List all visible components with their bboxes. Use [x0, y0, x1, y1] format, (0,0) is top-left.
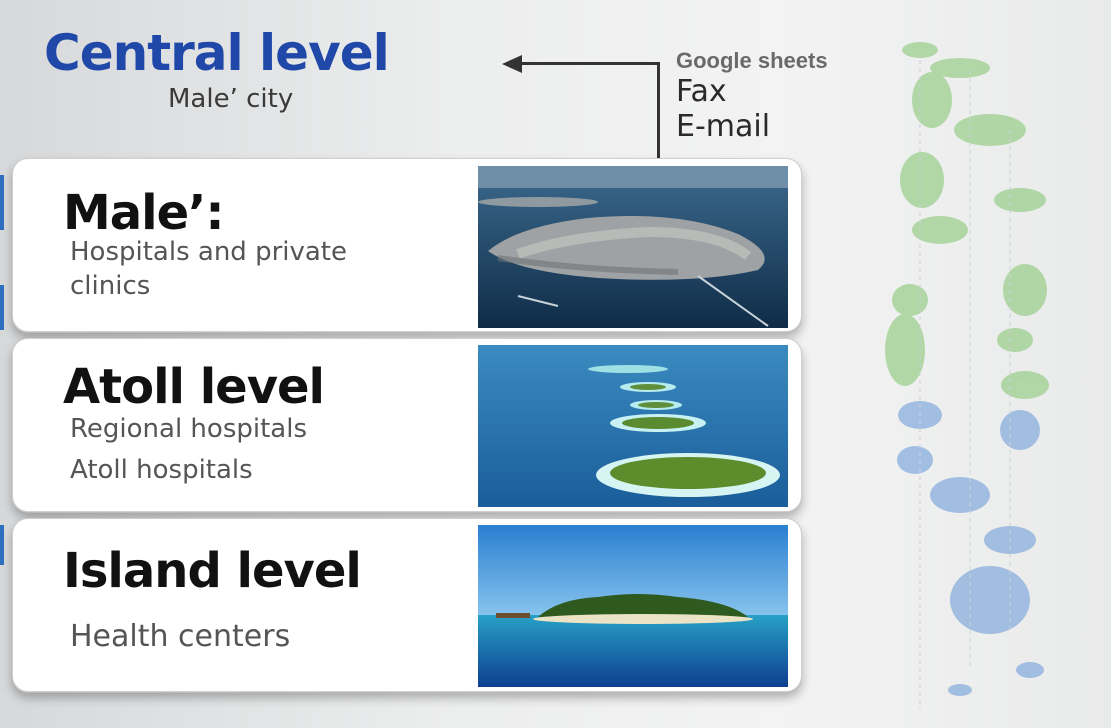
reporting-channels: Google sheets Fax E-mail [676, 46, 828, 144]
arrow-left-icon [502, 55, 522, 73]
maldives-map [850, 30, 1080, 720]
channel-fax: Fax [676, 74, 727, 109]
level-description: Regional hospitals [70, 414, 307, 444]
level-title: Island level [63, 543, 362, 599]
male-city-aerial-photo [478, 166, 788, 328]
island-photo [478, 525, 788, 687]
edge-mark [0, 175, 4, 230]
channel-google-sheets: Google sheets [676, 48, 828, 73]
edge-mark [0, 525, 4, 565]
central-level-title: Central level [44, 24, 390, 82]
level-description: Atoll hospitals [70, 455, 253, 485]
central-level-subtitle: Male’ city [168, 84, 294, 114]
level-card-island: Island level Health centers [12, 518, 802, 692]
level-description: Health centers [70, 619, 291, 654]
level-card-atoll: Atoll level Regional hospitals Atoll hos… [12, 338, 802, 512]
channel-email: E-mail [676, 109, 771, 144]
level-description: clinics [70, 271, 151, 301]
level-title: Male’: [63, 185, 225, 241]
level-title: Atoll level [63, 359, 325, 415]
edge-mark [0, 285, 4, 330]
level-description: Hospitals and private [70, 237, 347, 267]
level-card-male: Male’: Hospitals and private clinics [12, 158, 802, 332]
connector-line [520, 62, 660, 158]
atoll-aerial-photo [478, 345, 788, 507]
